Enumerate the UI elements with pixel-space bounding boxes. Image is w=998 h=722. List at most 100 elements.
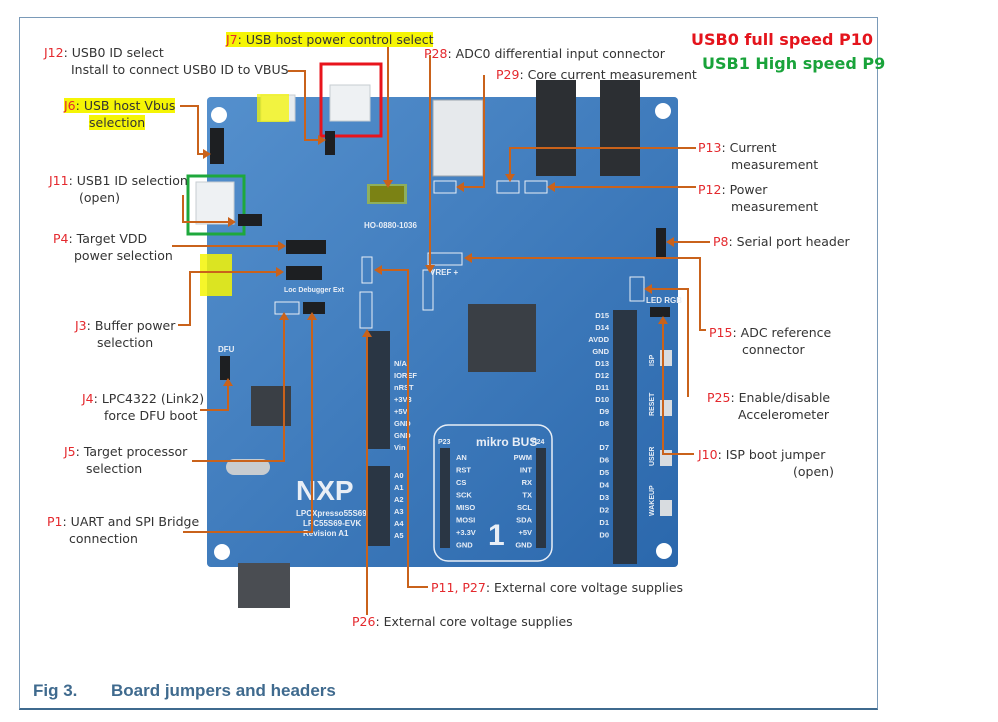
jumper-j4: [220, 356, 230, 380]
callout-j12: J12: USB0 ID select Install to connect U…: [44, 44, 289, 78]
jumper-j3: [286, 266, 322, 280]
board-button: [660, 350, 672, 366]
digital-pin-label: D15: [595, 311, 609, 320]
callout-leaders: [172, 39, 710, 615]
board-button: [660, 500, 672, 516]
power-pin-label: GND: [394, 419, 411, 428]
silk-revision: Revision A1: [303, 529, 349, 538]
callout-text: : External core voltage supplies: [375, 614, 573, 629]
callout-text: : UART and SPI Bridge: [62, 514, 200, 529]
mikrobus-pin-label: MISO: [456, 503, 475, 512]
usb-power-highlight: [257, 94, 289, 122]
usb0-connector: [329, 84, 371, 122]
arrowhead: [307, 312, 317, 320]
digital-pin-label: D2: [599, 506, 609, 515]
arrowhead: [278, 241, 286, 251]
leader-p11-p27: [380, 269, 428, 588]
header-p8: [656, 228, 666, 258]
board-button-label: USER: [649, 447, 656, 466]
callout-text: : ADC reference: [732, 325, 832, 340]
arrowhead: [383, 180, 393, 188]
callout-p28: P28: ADC0 differential input connector: [424, 45, 665, 62]
digital-pin-label: D4: [599, 481, 609, 490]
leader-j3: [178, 271, 278, 326]
digital-pin-label: D0: [599, 531, 609, 540]
callout-ref: P26: [352, 614, 376, 629]
mikrobus-pin-label: SCK: [456, 491, 472, 500]
digital-pin-label: D3: [599, 493, 609, 502]
power-pin-label: +5V: [394, 407, 408, 416]
header-p19: [366, 466, 390, 546]
digital-pin-label: D8: [599, 419, 609, 428]
power-pin-label: IOREF: [394, 371, 417, 380]
power-pin-label: Vin: [394, 443, 406, 452]
board-button-label: ISP: [649, 354, 656, 366]
callout-p4: P4: Target VDD power selection: [53, 230, 173, 264]
jumper-j7-highlight: [367, 184, 407, 204]
board-button-label: WAKEUP: [649, 485, 656, 516]
callout-p12: P12: Power measurement: [698, 181, 818, 215]
callout-ref: P12: [698, 182, 722, 197]
callout-ref: P8: [713, 234, 729, 249]
callout-text: : USB1 ID selection: [68, 173, 188, 188]
callout-ref: J7: [226, 32, 238, 47]
leader-p29: [462, 75, 485, 188]
sd-card-slot: [432, 99, 484, 177]
callout-ref: P15: [709, 325, 733, 340]
arrowhead: [425, 265, 435, 273]
header-p13: [496, 180, 520, 194]
callout-p26: P26: External core voltage supplies: [352, 613, 573, 630]
callout-text: : Buffer power: [86, 318, 176, 333]
callout-text: Accelerometer: [738, 407, 830, 422]
callout-text: : Core current measurement: [519, 67, 697, 82]
digital-pin-label: D14: [595, 323, 610, 332]
analog-pin-label: A5: [394, 531, 404, 540]
callout-text: selection: [97, 335, 154, 350]
jumper-j6: [210, 128, 224, 164]
callout-p29: P29: Core current measurement: [496, 66, 697, 83]
mikrobus-pin-label: +5V: [518, 528, 532, 537]
callout-text: measurement: [731, 157, 819, 172]
digital-pin-label: D6: [599, 456, 609, 465]
callout-j10: J10: ISP boot jumper (open): [698, 446, 834, 480]
header-p23: [440, 448, 450, 548]
analog-pin-label: A0: [394, 471, 404, 480]
callout-ref: J10: [698, 447, 718, 462]
callout-text: force DFU boot: [104, 408, 198, 423]
callout-text: : External core voltage supplies: [485, 580, 684, 595]
leader-p1: [183, 318, 313, 533]
leader-j4: [200, 384, 229, 411]
board-button: [660, 450, 672, 466]
jumper-j12: [325, 131, 335, 155]
arrowhead: [279, 312, 289, 320]
digital-pin-label: D7: [599, 443, 609, 452]
callout-p13: P13: Current measurement: [698, 139, 818, 173]
leader-p15: [470, 257, 706, 331]
mounting-hole: [211, 107, 227, 123]
digital-pin-label: D5: [599, 468, 609, 477]
mikrobus-pin-label: AN: [456, 453, 467, 462]
callout-p1: P1: UART and SPI Bridge connection: [47, 513, 199, 547]
arrowhead: [456, 182, 464, 192]
callout-j3: J3: Buffer power selection: [75, 317, 175, 351]
power-pin-label: +3V3: [394, 395, 412, 404]
arrowhead: [276, 267, 284, 277]
analog-pin-label: A2: [394, 495, 404, 504]
callout-ref: P13: [698, 140, 722, 155]
callout-text: : Power: [721, 182, 768, 197]
board-button: [660, 400, 672, 416]
power-pin-label: nRST: [394, 383, 414, 392]
power-pin-label: GND: [394, 431, 411, 440]
callout-text: selection: [86, 461, 143, 476]
header-p16: [366, 331, 390, 449]
mounting-hole: [214, 544, 230, 560]
callout-ref: J5: [64, 444, 76, 459]
leader-j12: [288, 70, 318, 141]
callout-j5: J5: Target processor selection: [64, 443, 187, 477]
power-pin-label: N/A: [394, 359, 408, 368]
callout-text: : Target processor: [75, 444, 188, 459]
mikrobus-pin-label: SCL: [517, 503, 532, 512]
